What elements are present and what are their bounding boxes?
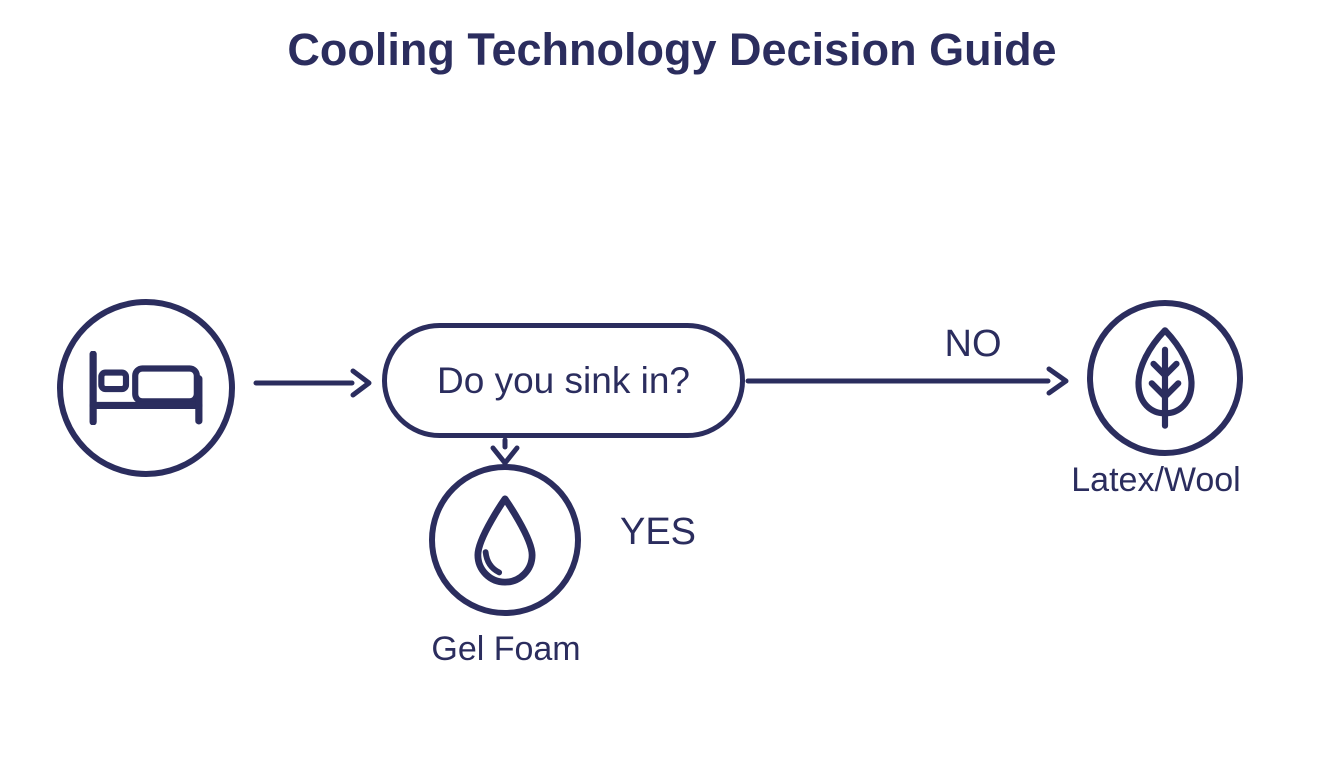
arrow-no [745, 366, 1069, 396]
arrow-start-to-decision [253, 368, 372, 398]
outcome-label-latex-wool: Latex/Wool [1071, 461, 1241, 499]
bed-icon [88, 351, 204, 425]
edge-label-no: NO [944, 323, 1002, 365]
outcome-label-gel-foam: Gel Foam [431, 630, 581, 668]
outcome-node-gel-foam [429, 464, 581, 616]
outcome-node-latex-wool [1087, 300, 1243, 456]
decision-node: Do you sink in? [382, 323, 745, 438]
leaf-icon [1125, 325, 1205, 431]
arrow-yes [490, 437, 520, 466]
droplet-icon [471, 494, 539, 586]
edge-label-yes: YES [619, 511, 697, 553]
start-node [57, 299, 235, 477]
decision-label: Do you sink in? [437, 359, 690, 401]
page-title: Cooling Technology Decision Guide [287, 24, 1057, 75]
